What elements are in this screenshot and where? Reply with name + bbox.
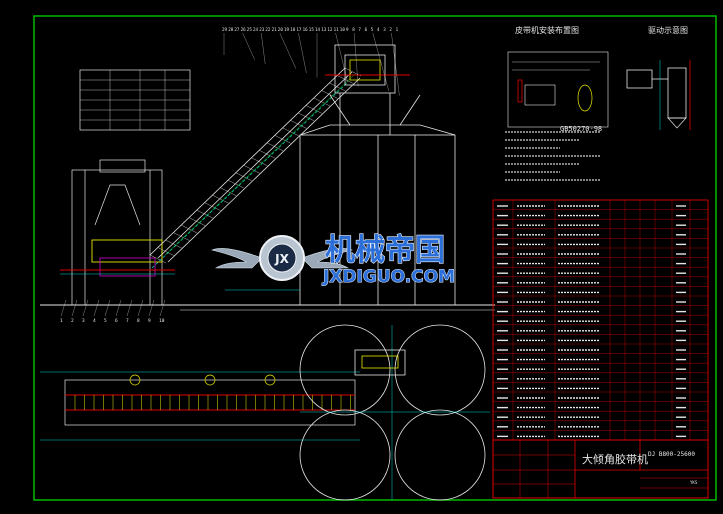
balloon-number: 10: [159, 318, 165, 324]
watermark-logo: JX 机械帝国 JXDIGUO.COM: [211, 232, 456, 288]
balloon-number: 5: [104, 318, 107, 324]
balloon-number: 7: [358, 27, 361, 32]
balloon-number: 11: [334, 27, 340, 32]
sheet-code: YKS: [690, 480, 698, 485]
balloon-number: 10: [340, 27, 346, 32]
drawing-number: DJ B800-25600: [648, 451, 695, 458]
balloon-number: 1: [396, 27, 399, 32]
wing-left-icon: [211, 248, 263, 269]
balloon-number: 9: [148, 318, 151, 324]
drawing-title: 大倾角胶带机: [582, 452, 648, 466]
watermark-text-cn: 机械帝国: [325, 233, 445, 268]
balloon-number: 13: [321, 27, 327, 32]
parts-list: [492, 199, 709, 441]
balloon-number: 6: [115, 318, 118, 324]
balloon-number: 9: [346, 27, 349, 32]
balloon-number: 8: [137, 318, 140, 324]
balloon-number: 19: [284, 27, 290, 32]
balloon-number: 25: [247, 27, 253, 32]
balloon-number: 8: [352, 27, 355, 32]
balloon-number: 5: [371, 27, 374, 32]
logo-letters: JX: [274, 252, 289, 266]
drawing-border: [33, 15, 717, 501]
balloon-number: 21: [272, 27, 278, 32]
balloon-number: 6: [365, 27, 368, 32]
balloon-number: 2: [389, 27, 392, 32]
balloon-number: 4: [93, 318, 96, 324]
balloon-number: 20: [278, 27, 284, 32]
install-view-title: 皮带机安装布置图: [515, 25, 579, 35]
balloon-number: 29: [222, 27, 228, 32]
balloon-number: 18: [290, 27, 296, 32]
balloon-number: 1: [60, 318, 63, 324]
balloon-number: 28: [228, 27, 234, 32]
silo-plan: [299, 324, 490, 501]
balloon-number: 27: [234, 27, 240, 32]
balloon-number: 7: [126, 318, 129, 324]
balloon-number: 3: [383, 27, 386, 32]
balloon-number: 23: [259, 27, 265, 32]
balloon-number: 12: [327, 27, 333, 32]
balloon-number: 14: [315, 27, 321, 32]
balloon-number: 26: [241, 27, 247, 32]
balloon-number: 15: [309, 27, 315, 32]
drive-view-title: 驱动示意图: [648, 25, 688, 35]
balloon-number: 4: [377, 27, 380, 32]
balloon-number: 2: [71, 318, 74, 324]
balloon-number: 24: [253, 27, 259, 32]
balloon-number: 17: [296, 27, 302, 32]
standard-reference: GB50270-98: [560, 125, 602, 133]
title-block: 大倾角胶带机 DJ B800-25600 YKS: [492, 439, 709, 499]
balloon-number: 16: [303, 27, 309, 32]
plan-view: [40, 371, 360, 441]
drive-view: 驱动示意图: [626, 25, 691, 130]
balloon-number: 3: [82, 318, 85, 324]
wing-right-icon: [301, 248, 353, 269]
watermark-text-en: JXDIGUO.COM: [322, 267, 455, 287]
balloon-number: 22: [265, 27, 271, 32]
spec-table: [79, 69, 191, 131]
install-layout-view: 皮带机安装布置图 GB50270-98: [505, 25, 609, 181]
